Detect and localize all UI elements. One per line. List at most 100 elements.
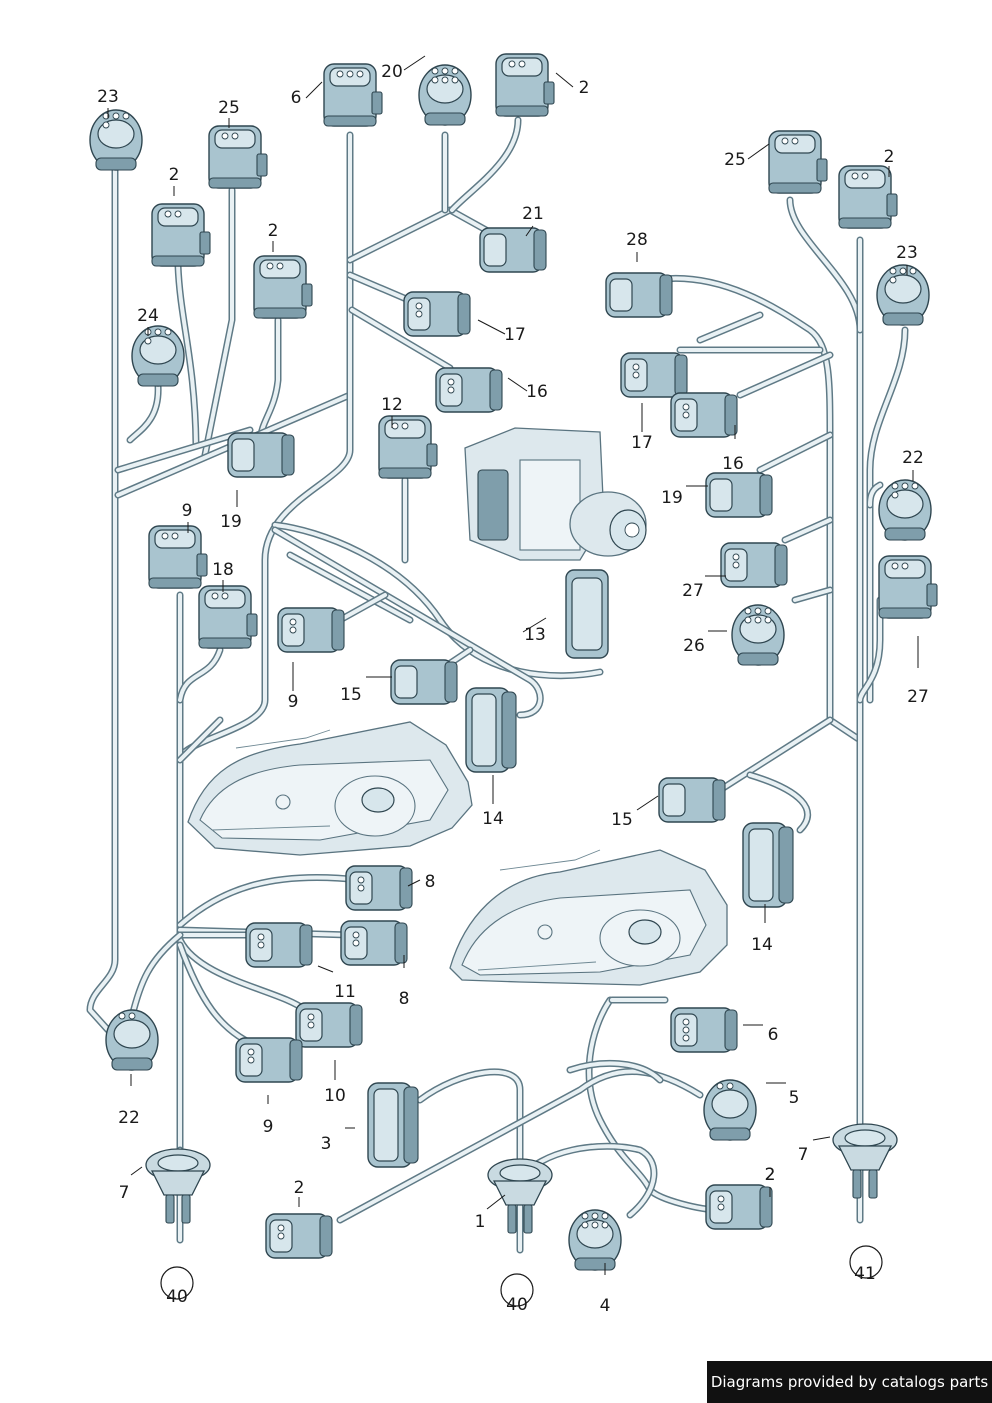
part-label-18: 18 [212,560,234,580]
part-label-21: 21 [522,204,544,224]
connector-0-pin-1 [112,112,120,120]
connector-34-body [295,1002,363,1048]
wire-14 [273,523,602,678]
footer-credit: Diagrams provided by catalogs parts [707,1361,992,1403]
leader-line-8 [525,225,534,237]
connector-42-pin-3 [581,1221,589,1229]
connector-26-pin-1 [899,267,907,275]
part-label-2: 2 [884,147,895,167]
part-label-17: 17 [631,433,653,453]
connector-31-pin-0 [357,876,365,884]
wire-0 [88,168,117,1032]
part-label-11: 11 [334,982,356,1002]
connector-28-icon [878,555,938,619]
connector-24-pin-0 [781,137,789,145]
connector-27-pin-2 [911,482,919,490]
connector-9-icon [403,291,471,337]
part-label-26: 26 [683,636,705,656]
connector-36-pin-1 [128,1012,136,1020]
connector-22-body [720,542,788,588]
connector-22-icon [720,542,788,588]
connector-6-pin-1 [441,67,449,75]
connector-5-pin-1 [346,70,354,78]
connector-16-body [390,659,458,705]
wire-39 [868,328,907,702]
connector-36-pin-0 [118,1012,126,1020]
connector-9-body [403,291,471,337]
connector-42-pin-2 [601,1212,609,1220]
connector-10-icon [435,367,503,413]
wire-26-outline [176,941,259,1049]
connector-4-pin-1 [154,328,162,336]
part-label-1: 1 [475,1212,486,1232]
connector-30-body [742,822,794,908]
connector-17-icon [465,687,517,773]
connector-20-icon [670,392,738,438]
connector-23-pin-4 [754,616,762,624]
part-label-6: 6 [768,1025,779,1045]
wire-17 [338,593,387,622]
connector-25-pin-0 [851,172,859,180]
connector-27-pin-3 [891,491,899,499]
connector-39-icon [703,1079,757,1141]
connector-2-pin-0 [164,210,172,218]
wiring-connectors [89,53,938,1271]
connector-29-icon [658,777,726,823]
grommet-2-icon [832,1123,898,1199]
connector-9-pin-0 [415,302,423,310]
connector-3-pin-1 [276,262,284,270]
connector-37-icon [367,1082,419,1168]
connector-42-pin-0 [581,1212,589,1220]
part-label-27: 27 [682,581,704,601]
part-label-20: 20 [381,62,403,82]
part-label-22: 22 [118,1108,140,1128]
connector-34-icon [295,1002,363,1048]
connector-35-icon [235,1037,303,1083]
connector-38-pin-0 [682,1018,690,1026]
connector-34-pin-1 [307,1021,315,1029]
connector-0-pin-3 [102,121,110,129]
part-label-2: 2 [268,221,279,241]
wire-34 [793,588,832,602]
connector-20-pin-0 [682,403,690,411]
connector-12-icon [378,415,438,479]
wire-3-outline [256,316,282,444]
leader-line-46 [812,1136,831,1141]
connector-6-pin-4 [441,76,449,84]
part-label-19: 19 [661,488,683,508]
part-label-41: 41 [854,1264,876,1284]
connector-21-body [705,472,773,518]
connector-38-pin-2 [682,1034,690,1042]
connector-42-pin-1 [591,1212,599,1220]
part-label-2: 2 [294,1178,305,1198]
connector-27-icon [878,479,932,541]
wire-46 [568,1061,662,1082]
connector-15-body [277,607,345,653]
part-label-2: 2 [765,1165,776,1185]
connector-18-icon [605,272,673,318]
leader-line-7 [555,72,574,88]
connector-38-body [670,1007,738,1053]
connector-40-icon [705,1184,773,1230]
reference-circle-2 [849,1245,883,1279]
part-label-14: 14 [482,809,504,829]
leader-line-40 [486,1194,506,1210]
wire-4 [128,383,161,442]
wire-22 [178,875,362,927]
wire-10 [450,118,520,212]
connector-24-pin-1 [791,137,799,145]
connector-25-pin-1 [861,172,869,180]
connector-15-pin-0 [289,618,297,626]
wire-0-outline [86,166,119,1034]
connector-26-icon [876,264,930,326]
connector-10-body [435,367,503,413]
part-label-7: 7 [798,1145,809,1165]
wire-44 [418,1069,522,1182]
part-label-3: 3 [321,1134,332,1154]
connector-10-pin-0 [447,378,455,386]
wire-1 [203,188,234,457]
part-label-8: 8 [399,989,410,1009]
part-label-4: 4 [600,1296,611,1316]
